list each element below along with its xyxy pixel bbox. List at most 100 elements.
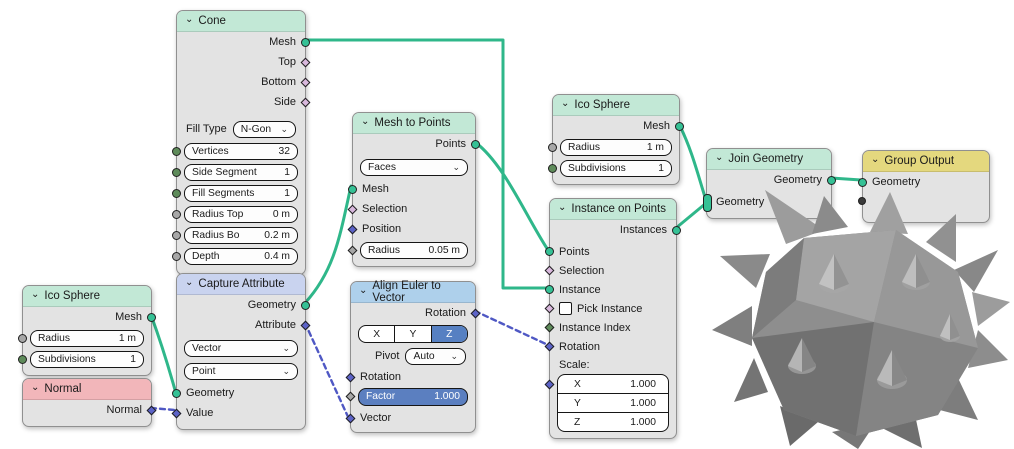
pick-instance-checkbox[interactable] (559, 302, 572, 315)
node-header[interactable]: ⌄ Align Euler to Vector (351, 280, 475, 304)
mode-select[interactable]: Faces ⌄ (360, 159, 468, 176)
chevron-down-icon[interactable]: ⌄ (561, 98, 570, 109)
data-type-select[interactable]: Vector ⌄ (184, 340, 298, 357)
socket-input-radius-top[interactable] (172, 210, 181, 219)
socket-input-geometry-multi[interactable] (702, 194, 712, 212)
radius-field[interactable]: Radius 1 m (560, 139, 672, 156)
socket-input-subdivisions[interactable] (18, 355, 27, 364)
axis-button-group: X Y Z (358, 325, 468, 343)
socket-input-depth[interactable] (172, 252, 181, 261)
socket-input-radius-bottom[interactable] (172, 231, 181, 240)
fill-segments-field[interactable]: Fill Segments 1 (184, 185, 298, 202)
socket-output-mesh[interactable] (301, 37, 310, 47)
input-row: Rotation (544, 337, 676, 356)
socket-output-mesh[interactable] (147, 312, 156, 322)
axis-x-button[interactable]: X (373, 328, 381, 340)
node-ico-sphere-2[interactable]: ⌄ Ico Sphere Mesh Radius 1 m Subdivision… (548, 94, 684, 185)
socket-input-radius[interactable] (18, 334, 27, 343)
socket-input-vertices[interactable] (172, 147, 181, 156)
factor-slider[interactable]: Factor 1.000 (358, 387, 468, 406)
radius-top-field[interactable]: Radius Top 0 m (184, 206, 298, 223)
socket-input-points[interactable] (545, 247, 554, 256)
scale-vector-field: X 1.000 Y 1.000 Z 1.000 (557, 374, 669, 432)
socket-output-points[interactable] (471, 139, 480, 149)
socket-input-instance[interactable] (545, 285, 554, 294)
node-header[interactable]: ⌄ Instance on Points (550, 199, 676, 220)
field-row: Radius 1 m (548, 138, 679, 157)
node-header[interactable]: ⌄ Capture Attribute (177, 274, 305, 295)
node-header[interactable]: ⌄ Group Output (863, 151, 989, 172)
socket-output-geometry[interactable] (827, 175, 836, 185)
radius-bottom-field[interactable]: Radius Bo 0.2 m (184, 227, 298, 244)
node-header[interactable]: ⌄ Mesh to Points (353, 113, 475, 134)
chevron-down-icon[interactable]: ⌄ (871, 154, 880, 165)
socket-output-geometry[interactable] (301, 300, 310, 310)
input-row: Selection (347, 199, 475, 219)
socket-input-virtual[interactable] (858, 197, 866, 205)
node-header[interactable]: ⌄ Cone (177, 11, 305, 32)
socket-input-side-segments[interactable] (172, 168, 181, 177)
node-header[interactable]: ⌄ Ico Sphere (553, 95, 679, 116)
chevron-down-icon[interactable]: ⌄ (361, 116, 370, 127)
chevron-down-icon: ⌄ (452, 162, 460, 172)
output-row: Mesh (23, 307, 156, 327)
vertices-field[interactable]: Vertices 32 (184, 143, 298, 160)
socket-input-subdivisions[interactable] (548, 164, 557, 173)
node-ico-sphere-1[interactable]: ⌄ Ico Sphere Mesh Radius 1 m Subdivision… (18, 285, 156, 376)
node-capture-attribute[interactable]: ⌄ Capture Attribute Geometry Attribute V… (171, 273, 311, 430)
chevron-down-icon[interactable]: ⌄ (715, 152, 724, 163)
node-join-geometry[interactable]: ⌄ Join Geometry Geometry Geometry (702, 148, 836, 219)
chevron-down-icon[interactable]: ⌄ (359, 285, 368, 296)
output-row: Attribute (177, 315, 311, 335)
scale-y-field[interactable]: Y 1.000 (558, 393, 668, 412)
output-row: Bottom (177, 72, 311, 92)
chevron-down-icon[interactable]: ⌄ (185, 14, 194, 25)
scale-z-field[interactable]: Z 1.000 (558, 412, 668, 431)
node-title: Ico Sphere (574, 99, 631, 111)
node-instance-on-points[interactable]: ⌄ Instance on Points Instances Points Se… (544, 198, 681, 439)
chevron-down-icon[interactable]: ⌄ (558, 202, 567, 213)
wire-attribute-to-vector (303, 321, 351, 421)
chevron-down-icon: ⌄ (282, 343, 290, 353)
chevron-down-icon[interactable]: ⌄ (31, 382, 40, 393)
node-header[interactable]: ⌄ Normal (23, 379, 151, 400)
socket-input-fill-segments[interactable] (172, 189, 181, 198)
fill-type-select[interactable]: N-Gon ⌄ (232, 120, 296, 138)
node-normal[interactable]: ⌄ Normal Normal (22, 378, 157, 427)
input-row: Value (171, 403, 305, 423)
radius-field[interactable]: Radius 1 m (30, 330, 144, 347)
wire-instances-to-join (674, 202, 707, 230)
chevron-down-icon[interactable]: ⌄ (185, 277, 194, 288)
depth-field[interactable]: Depth 0.4 m (184, 248, 298, 265)
node-mesh-to-points[interactable]: ⌄ Mesh to Points Points Faces ⌄ Mesh Sel… (347, 112, 480, 267)
side-segments-field[interactable]: Side Segment 1 (184, 164, 298, 181)
socket-output-mesh[interactable] (675, 121, 684, 131)
socket-input-mesh[interactable] (348, 184, 357, 194)
socket-input-radius[interactable] (548, 143, 557, 152)
field-row: Vertices 32 (172, 142, 305, 161)
radius-field[interactable]: Radius 0.05 m (360, 242, 468, 259)
chevron-down-icon[interactable]: ⌄ (31, 289, 40, 300)
field-row: Depth 0.4 m (172, 247, 305, 266)
socket-output-instances[interactable] (672, 225, 681, 235)
node-group-output[interactable]: ⌄ Group Output Geometry (858, 150, 990, 223)
field-row: Radius Bo 0.2 m (172, 226, 305, 245)
field-row: Fill Segments 1 (172, 184, 305, 203)
axis-y-button[interactable]: Y (394, 326, 430, 342)
node-header[interactable]: ⌄ Join Geometry (707, 149, 831, 170)
input-row: Vector (345, 408, 475, 428)
socket-input-geometry[interactable] (172, 388, 181, 398)
subdivisions-field[interactable]: Subdivisions 1 (560, 160, 672, 177)
axis-z-button[interactable]: Z (430, 326, 467, 342)
input-row: Instance (545, 280, 676, 299)
pivot-row: Pivot Auto ⌄ (351, 345, 475, 367)
node-cone[interactable]: ⌄ Cone Mesh Top Bottom Side Fill Type N-… (172, 10, 311, 275)
node-header[interactable]: ⌄ Ico Sphere (23, 286, 151, 307)
pivot-select[interactable]: Auto ⌄ (405, 347, 466, 365)
node-align-euler-to-vector[interactable]: ⌄ Align Euler to Vector Rotation X Y Z P… (345, 280, 481, 433)
socket-input-geometry[interactable] (858, 177, 867, 187)
domain-select[interactable]: Point ⌄ (184, 363, 298, 380)
subdivisions-field[interactable]: Subdivisions 1 (30, 351, 144, 368)
scale-x-field[interactable]: X 1.000 (574, 378, 656, 390)
